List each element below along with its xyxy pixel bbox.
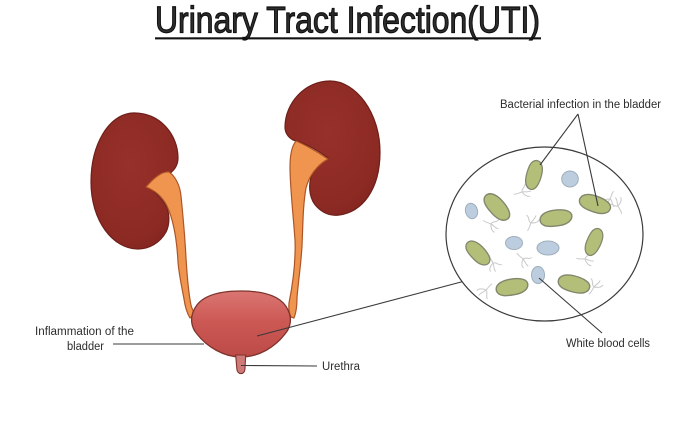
svg-text:Bacterial infection in the bla: Bacterial infection in the bladder <box>500 99 661 111</box>
svg-text:bladder: bladder <box>67 341 104 353</box>
svg-text:Inflammation of the: Inflammation of the <box>35 326 134 338</box>
svg-text:Urinary Tract Infection(UTI): Urinary Tract Infection(UTI) <box>155 0 540 41</box>
svg-text:Urethra: Urethra <box>322 361 361 373</box>
svg-text:White blood cells: White blood cells <box>566 338 650 350</box>
